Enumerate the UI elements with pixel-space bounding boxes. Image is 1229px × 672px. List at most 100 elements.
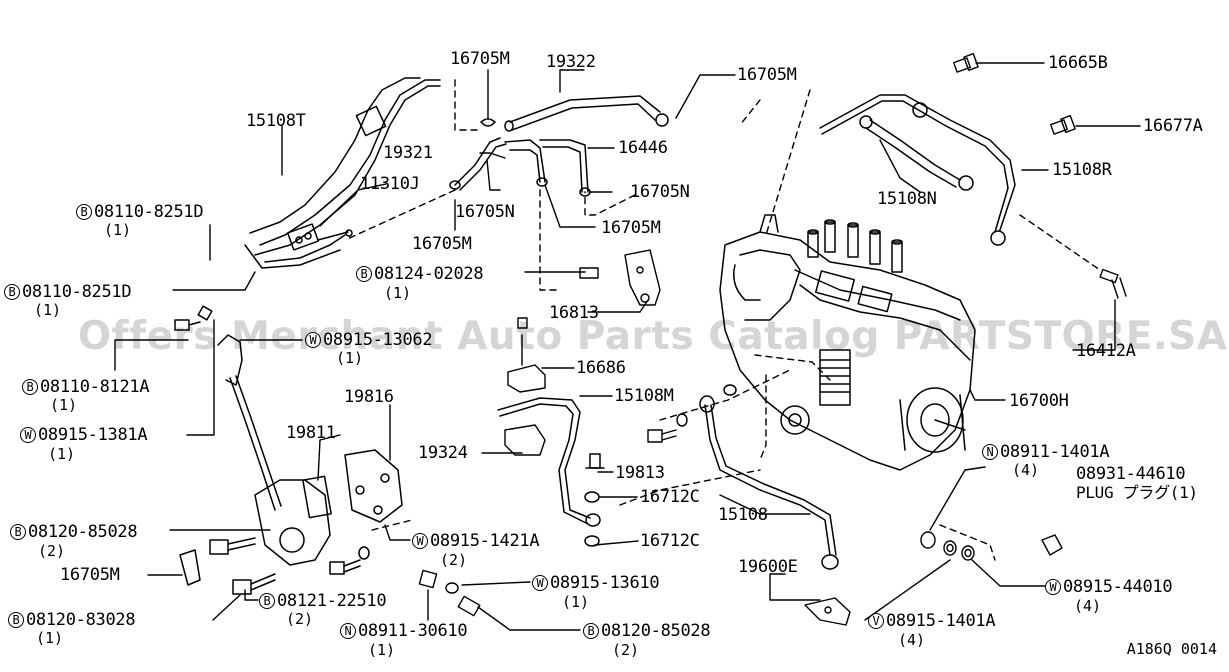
label-16446: 16446 [618, 138, 668, 158]
nut-prefix-mark: N [982, 444, 998, 460]
label-16686: 16686 [576, 358, 626, 378]
washer-prefix-mark: W [532, 575, 548, 591]
label-19322: 19322 [546, 52, 596, 72]
injection-pump-body [719, 214, 976, 471]
label-plug: PLUG プラグ(1) [1076, 483, 1198, 502]
qty-08120-83028: (1) [36, 629, 64, 647]
clamp-16686 [507, 317, 546, 393]
washer-prefix-mark: W [1045, 579, 1061, 595]
hose-19322 [480, 95, 669, 132]
qty-08915-1421A: (2) [440, 551, 468, 569]
label-08931-44610: 08931-44610 [1076, 464, 1186, 484]
label-19600E: 19600E [738, 557, 798, 577]
label-16712C-b: 16712C [640, 531, 700, 551]
watermark-text: Offers Merchant Auto Parts Catalog PARTS… [78, 314, 1228, 359]
nut-prefix-mark: N [340, 623, 356, 639]
bolt-prefix-mark: B [259, 593, 275, 609]
bolt-prefix-mark: B [8, 612, 24, 628]
label-16677A: 16677A [1143, 116, 1203, 136]
qty-08124-02028: (1) [384, 284, 412, 302]
label-16813: 16813 [549, 303, 599, 323]
label-19321: 19321 [383, 143, 433, 163]
label-16705M-top: 16705M [450, 49, 510, 69]
qty-08121-22510: (2) [286, 610, 314, 628]
label-16705M-b: 16705M [412, 234, 472, 254]
tube-19321 [449, 137, 591, 197]
label-15108R: 15108R [1052, 160, 1112, 180]
v-washer-prefix-mark: V [868, 613, 884, 629]
qty-08915-44010: (4) [1074, 597, 1102, 615]
label-16665B: 16665B [1048, 53, 1108, 73]
bolt-prefix-mark: B [22, 379, 38, 395]
qty-08915-1401A-bot: (4) [898, 631, 926, 649]
bracket-16813 [579, 249, 661, 306]
label-16705M-a: 16705M [601, 218, 661, 238]
label-19324: 19324 [418, 443, 468, 463]
bolt-prefix-mark: B [10, 524, 26, 540]
label-16412A: 16412A [1076, 341, 1136, 361]
washer-prefix-mark: W [305, 332, 321, 348]
qty-08915-13062: (1) [336, 349, 364, 367]
qty-08915-13610: (1) [562, 593, 590, 611]
label-15108T: 15108T [246, 111, 306, 131]
washer-prefix-mark: W [412, 533, 428, 549]
label-19813: 19813 [615, 463, 665, 483]
plug-08931-44610 [1041, 534, 1063, 556]
clamp-19324 [504, 424, 546, 456]
label-16705N-a: 16705N [630, 182, 690, 202]
label-16705M-low: 16705M [60, 565, 120, 585]
bracket-19600E [804, 597, 851, 626]
qty-08915-1381A: (1) [48, 445, 76, 463]
tube-15108M [497, 397, 605, 547]
bolt-prefix-mark: B [356, 266, 372, 282]
banjo-bolt-16665B [953, 53, 979, 73]
governor-linkage [174, 305, 403, 595]
qty-08120-85028-b: (2) [612, 641, 640, 659]
label-16700H: 16700H [1009, 391, 1069, 411]
fuel-line-15108R [819, 94, 1016, 246]
label-15108: 15108 [718, 505, 768, 525]
label-15108M: 15108M [614, 386, 674, 406]
fuel-line-bundle-15108T [244, 77, 441, 269]
bolt-prefix-mark: B [76, 204, 92, 220]
qty-08911-30610: (1) [368, 641, 396, 659]
nut-washer-group [418, 569, 481, 617]
qty-08911-1401A-top: (4) [1012, 461, 1040, 479]
label-15108N: 15108N [877, 189, 937, 209]
washer-prefix-mark: W [20, 427, 36, 443]
label-16705M-right: 16705M [737, 65, 797, 85]
label-16712C-a: 16712C [640, 487, 700, 507]
diagram-reference-code: A186Q 0014 [1126, 640, 1217, 658]
bolt-prefix-mark: B [4, 284, 20, 300]
qty-08110-8251D-b: (1) [34, 301, 62, 319]
bolt-prefix-mark: B [583, 623, 599, 639]
label-11310J: 11310J [360, 174, 420, 194]
qty-08110-8121A: (1) [50, 396, 78, 414]
qty-08110-8251D-a: (1) [104, 221, 132, 239]
bolt-16412A [1099, 268, 1127, 299]
washers-right [920, 531, 975, 561]
qty-08120-85028-a: (2) [38, 542, 66, 560]
banjo-bolt-16677A [1050, 115, 1076, 135]
label-19816: 19816 [344, 387, 394, 407]
fuel-pipe-15108 [699, 384, 839, 570]
bolt-mid [647, 413, 688, 443]
